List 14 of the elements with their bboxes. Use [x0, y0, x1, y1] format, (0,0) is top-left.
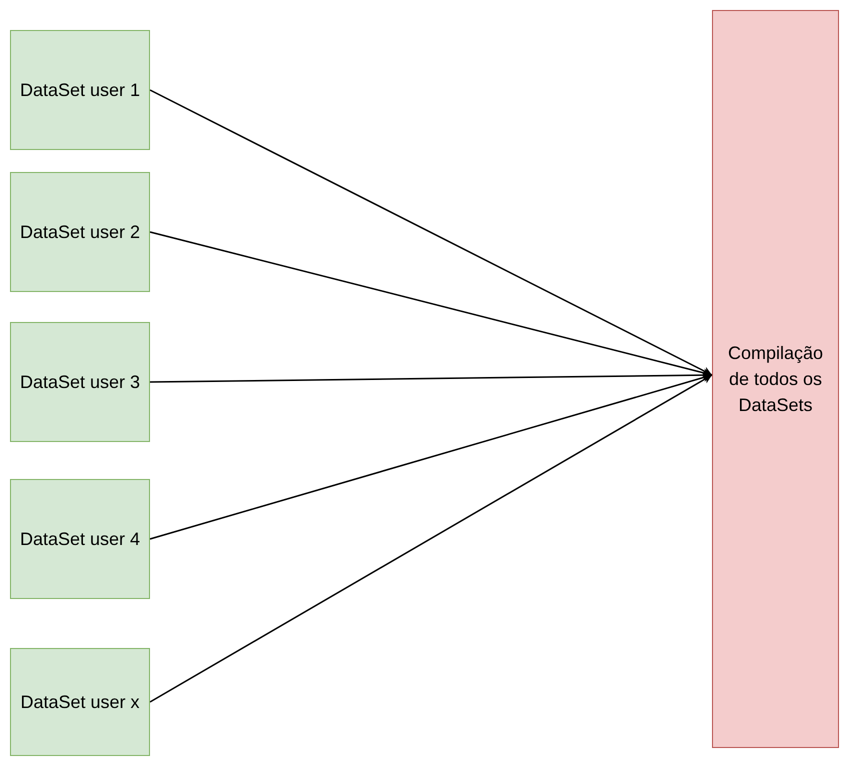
arrow: [150, 374, 712, 703]
dataset-box: [10, 648, 150, 756]
box-label: DataSet user 1: [18, 78, 142, 102]
dataset-box: [10, 479, 150, 599]
dataset-box: [10, 322, 150, 442]
dataset-box: [10, 30, 150, 150]
box-label: DataSet user 4: [18, 528, 142, 551]
box-label: DataSet user 3: [18, 370, 142, 394]
arrow: [150, 89, 712, 376]
box-label: Compilação de todos os DataSets: [726, 342, 824, 418]
box-label: DataSet user 2: [18, 220, 142, 244]
compilation-box: [712, 10, 839, 748]
dataset-box: [10, 172, 150, 292]
box-label: DataSet user x: [19, 690, 141, 714]
